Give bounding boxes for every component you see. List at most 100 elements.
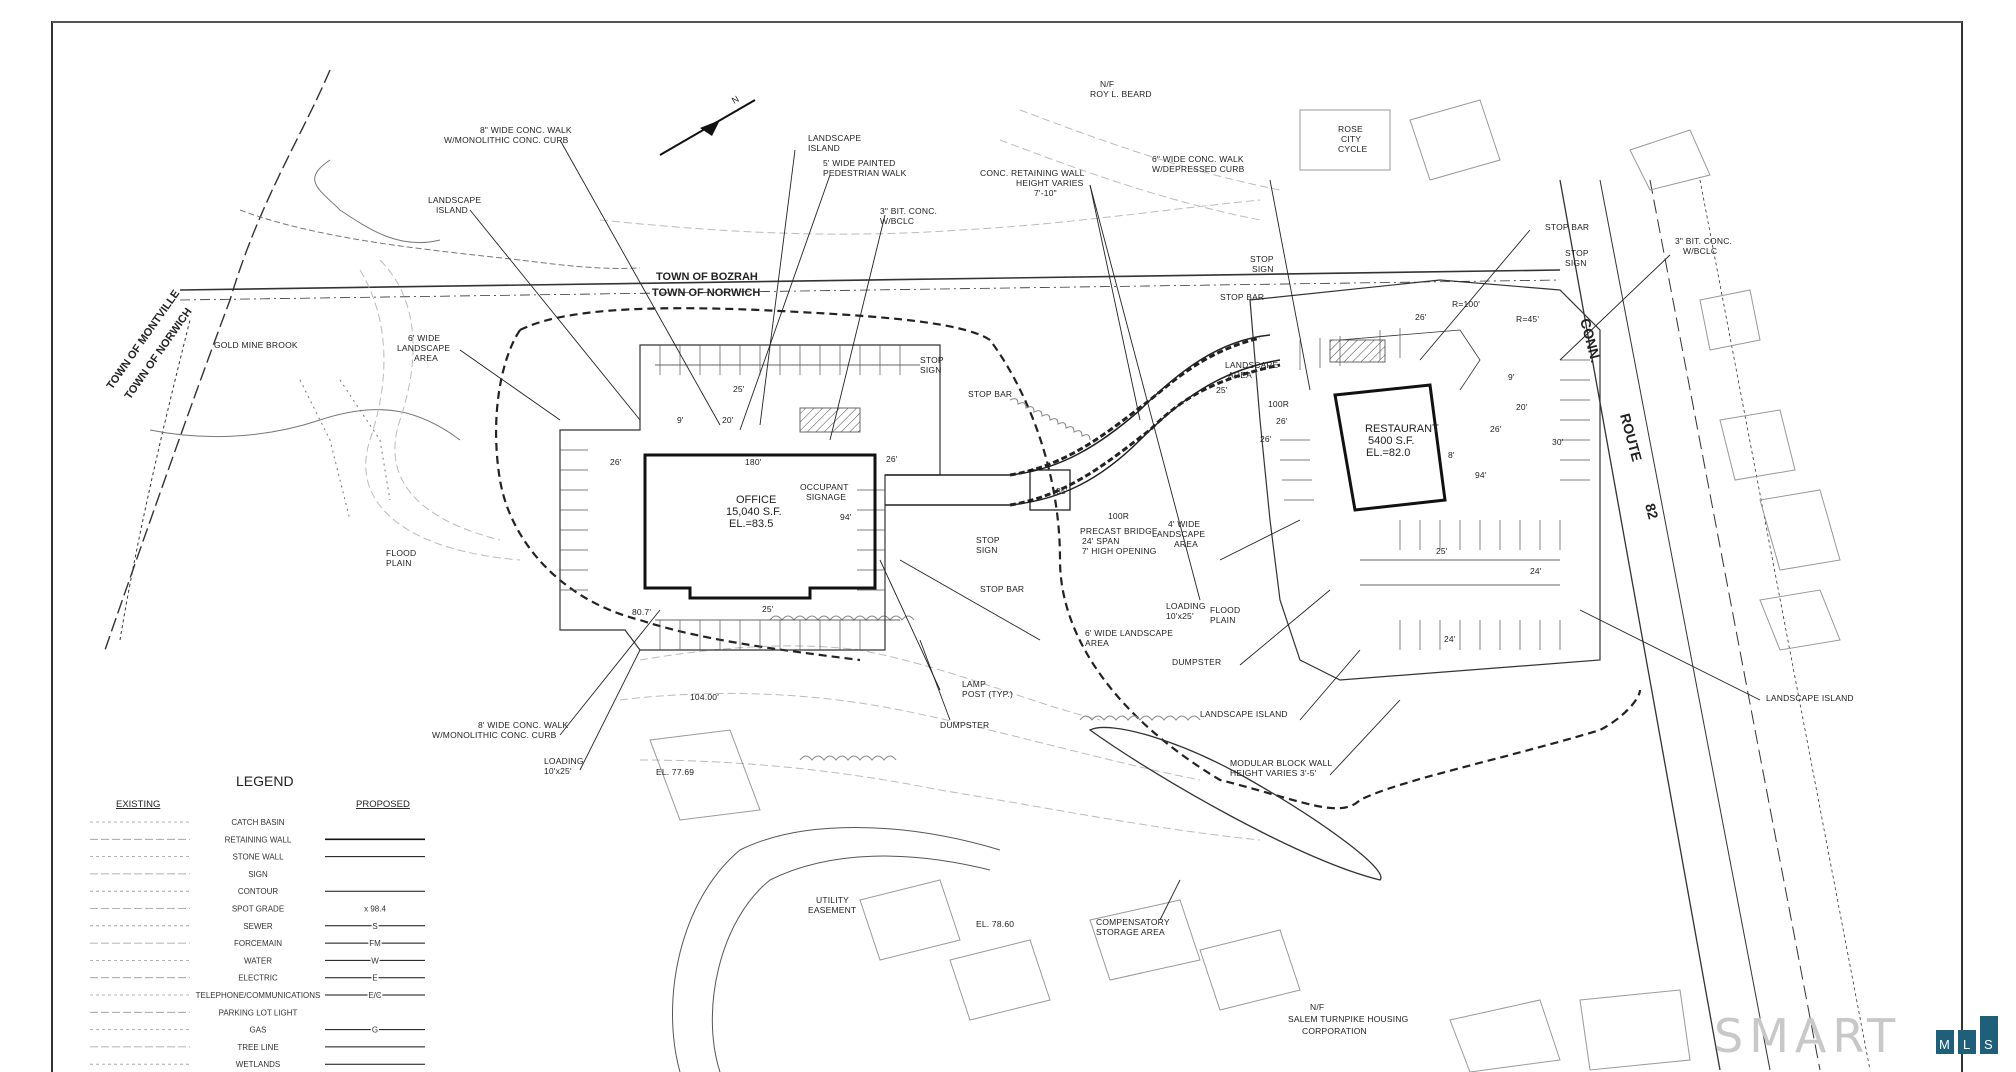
label-bit-conc: 3" BIT. CONC.: [1675, 236, 1732, 246]
label-precast-bridge: PRECAST BRIDGE: [1080, 526, 1158, 536]
label-loading: LOADING: [1166, 601, 1206, 611]
restaurant-building: [1333, 383, 1447, 512]
dim: 26': [886, 454, 898, 464]
label-loading: 10'x25': [1166, 611, 1194, 621]
dim: 9': [1508, 372, 1515, 382]
dim: 26': [1490, 424, 1502, 434]
label-utility-easement: EASEMENT: [808, 905, 856, 915]
label-stop-sign: STOP: [1250, 254, 1274, 264]
legend-item-label: TELEPHONE/COMMUNICATIONS: [196, 991, 321, 1000]
label-stop-sign: SIGN: [920, 365, 942, 375]
label-loading: 10'x25': [544, 766, 572, 776]
label-stop-bar: STOP BAR: [980, 584, 1024, 594]
label-flood-plain: PLAIN: [386, 558, 412, 568]
legend-proposed-symbol-text: E/C: [368, 991, 382, 1000]
label-stop-sign: SIGN: [1252, 264, 1274, 274]
label-landscape-area: LANDSCAPE: [397, 343, 450, 353]
label-landscape-area-6b: AREA: [1085, 638, 1109, 648]
label-walk-curb: 8" WIDE CONC. WALK: [480, 125, 572, 135]
legend-proposed-symbol-text: W: [371, 956, 379, 965]
legend-proposed-symbol-text: FM: [369, 939, 381, 948]
badge-m: [1936, 1030, 1954, 1054]
label-stop-sign: SIGN: [1565, 258, 1587, 268]
dim: 20': [722, 415, 734, 425]
label-landscape-area-4: AREA: [1174, 539, 1198, 549]
dim: 25': [1436, 546, 1448, 556]
label-landscape-area: 6' WIDE: [408, 333, 440, 343]
neighbour-buildings: [649, 99, 1841, 1072]
label-stop-sign: STOP: [920, 355, 944, 365]
gold-mine-brook: [149, 159, 641, 521]
dim: R=100': [1452, 299, 1480, 309]
dim: 104.00': [690, 692, 719, 702]
label-dumpster: DUMPSTER: [1172, 657, 1221, 667]
dim: 24': [1444, 634, 1456, 644]
label-nf-bottom: CORPORATION: [1302, 1026, 1367, 1036]
restaurant-elevation: EL.=82.0: [1366, 447, 1410, 459]
label-gold-mine-brook: GOLD MINE BROOK: [214, 340, 298, 350]
legend-item-label: SPOT GRADE: [232, 905, 284, 914]
label-landscape-area: AREA: [414, 353, 438, 363]
limit-of-disturbance: [495, 307, 1642, 810]
label-stop-sign: STOP: [976, 535, 1000, 545]
dim: 25': [733, 384, 745, 394]
dim: 26': [1260, 434, 1272, 444]
label-walk-depressed: W/DEPRESSED CURB: [1152, 164, 1245, 174]
label-landscape-island-left: ISLAND: [436, 205, 468, 215]
legend-proposed-symbol-text: x 98.4: [364, 905, 386, 914]
dim: 9': [677, 415, 684, 425]
label-painted-walk: PEDESTRIAN WALK: [823, 168, 907, 178]
label-loading: LOADING: [544, 756, 584, 766]
label-walk-curb-bottom: 8' WIDE CONC. WALK: [478, 720, 569, 730]
label-dumpster: DUMPSTER: [940, 720, 989, 730]
label-lamp-post: LAMP: [962, 679, 986, 689]
dim: 94': [840, 512, 852, 522]
legend-item-label: PARKING LOT LIGHT: [219, 1008, 298, 1017]
label-bit-conc: 3" BIT. CONC.: [880, 206, 937, 216]
label-precast-bridge: 24' SPAN: [1082, 536, 1120, 546]
label-landscape-island: LANDSCAPE: [808, 133, 861, 143]
route-label-number: 82: [1642, 502, 1662, 521]
label-modular-wall: MODULAR BLOCK WALL: [1230, 758, 1333, 768]
dim: 35': [1056, 486, 1068, 496]
dim: 100R: [1108, 511, 1129, 521]
label-landscape-area-6b: 6' WIDE LANDSCAPE: [1085, 628, 1173, 638]
label-rose-city-cycle: ROSE: [1338, 124, 1363, 134]
legend-item-label: RETAINING WALL: [225, 835, 292, 844]
legend-item-label: CONTOUR: [238, 887, 279, 896]
dim: 180': [745, 457, 762, 467]
label-modular-wall: HEIGHT VARIES 3'-5': [1230, 768, 1317, 778]
legend: LEGEND EXISTING PROPOSED CATCH BASINRETA…: [90, 773, 425, 1069]
svg-text:N: N: [730, 94, 741, 106]
label-stop-bar: STOP BAR: [1545, 222, 1589, 232]
legend-proposed-header: PROPOSED: [356, 799, 410, 810]
label-utility-easement: UTILITY: [816, 895, 849, 905]
legend-item-label: SIGN: [248, 870, 268, 879]
town-label-norwich: TOWN OF NORWICH: [652, 287, 760, 299]
label-retaining-wall: CONC. RETAINING WALL: [980, 168, 1085, 178]
label-lamp-post: POST (TYP.): [962, 689, 1013, 699]
legend-existing-header: EXISTING: [116, 799, 160, 810]
label-stop-sign: SIGN: [976, 545, 998, 555]
label-nf-bottom: N/F: [1310, 1002, 1324, 1012]
label-landscape-island: ISLAND: [808, 143, 840, 153]
label-elevation: EL. 78.60: [976, 919, 1014, 929]
town-line: [104, 69, 1561, 651]
office-area: 15,040 S.F.: [726, 506, 782, 518]
label-precast-bridge: 7' HIGH OPENING: [1082, 546, 1157, 556]
label-rose-city-cycle: CITY: [1341, 134, 1361, 144]
label-flood-plain: FLOOD: [1210, 605, 1240, 615]
label-nf-bottom: SALEM TURNPIKE HOUSING: [1288, 1014, 1408, 1024]
label-flood-plain: FLOOD: [386, 548, 416, 558]
label-landscape-island: LANDSCAPE ISLAND: [1766, 693, 1854, 703]
label-elevation: EL. 77.69: [656, 767, 694, 777]
north-arrow-icon: N: [659, 94, 756, 156]
watermark-text: SMART: [1714, 1009, 1901, 1063]
legend-item-label: WATER: [244, 956, 272, 965]
dim: 24': [1530, 566, 1542, 576]
cul-de-sac: [672, 827, 1001, 1072]
legend-item-label: TREE LINE: [237, 1043, 278, 1052]
label-occupant-signage: SIGNAGE: [806, 492, 846, 502]
route-82-road: [1559, 179, 1871, 1071]
